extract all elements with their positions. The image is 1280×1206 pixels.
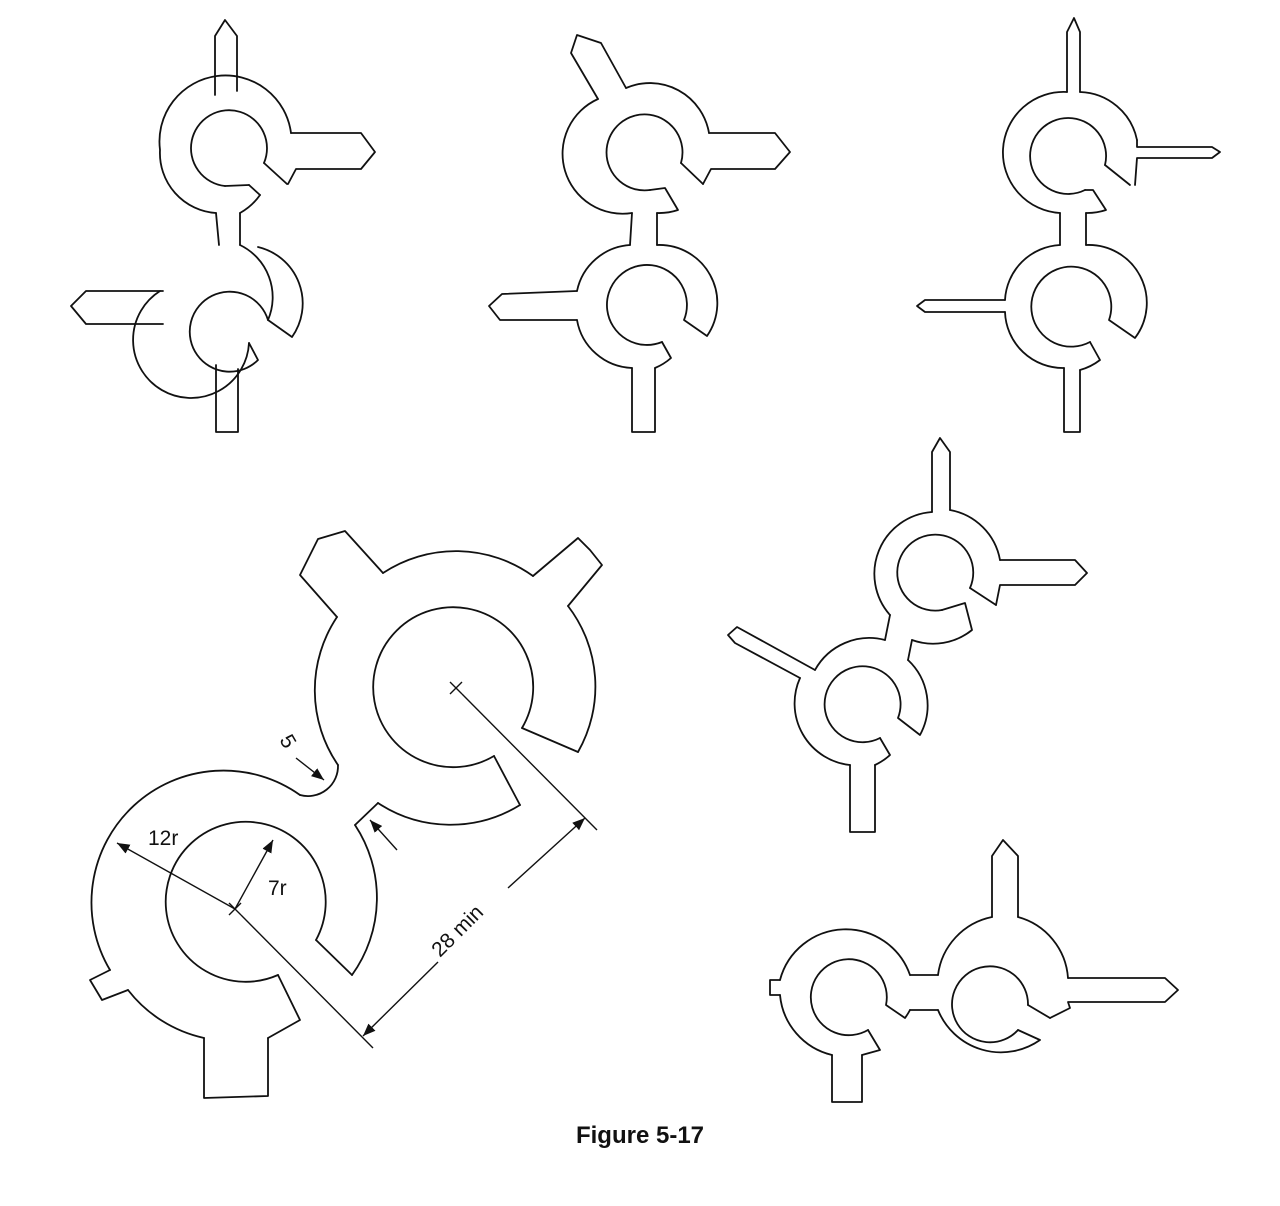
inner-radius-dimension	[234, 839, 274, 910]
keyed-link-variant-5	[769, 839, 1179, 1103]
dimensioned-part-outline	[89, 530, 603, 1099]
center-distance-dimension	[240, 693, 598, 1049]
gap-dimension	[295, 757, 398, 851]
keyed-link-dimensioned: 5 12r 7r 28 min	[89, 530, 603, 1099]
figure-caption: Figure 5-17	[575, 1122, 705, 1149]
gap-dimension-label: 5	[275, 731, 301, 753]
center-mark-upper	[449, 681, 463, 695]
inner-radius-label: 7r	[268, 877, 287, 900]
outer-radius-dimension	[116, 842, 236, 910]
outer-radius-label: 12r	[148, 827, 178, 850]
keyed-link-variant-1	[70, 19, 376, 433]
keyed-link-variant-2	[488, 34, 791, 433]
keyed-link-variant-3	[916, 17, 1221, 433]
keyed-link-variant-4	[727, 437, 1088, 833]
center-distance-label: 28 min	[427, 901, 488, 962]
